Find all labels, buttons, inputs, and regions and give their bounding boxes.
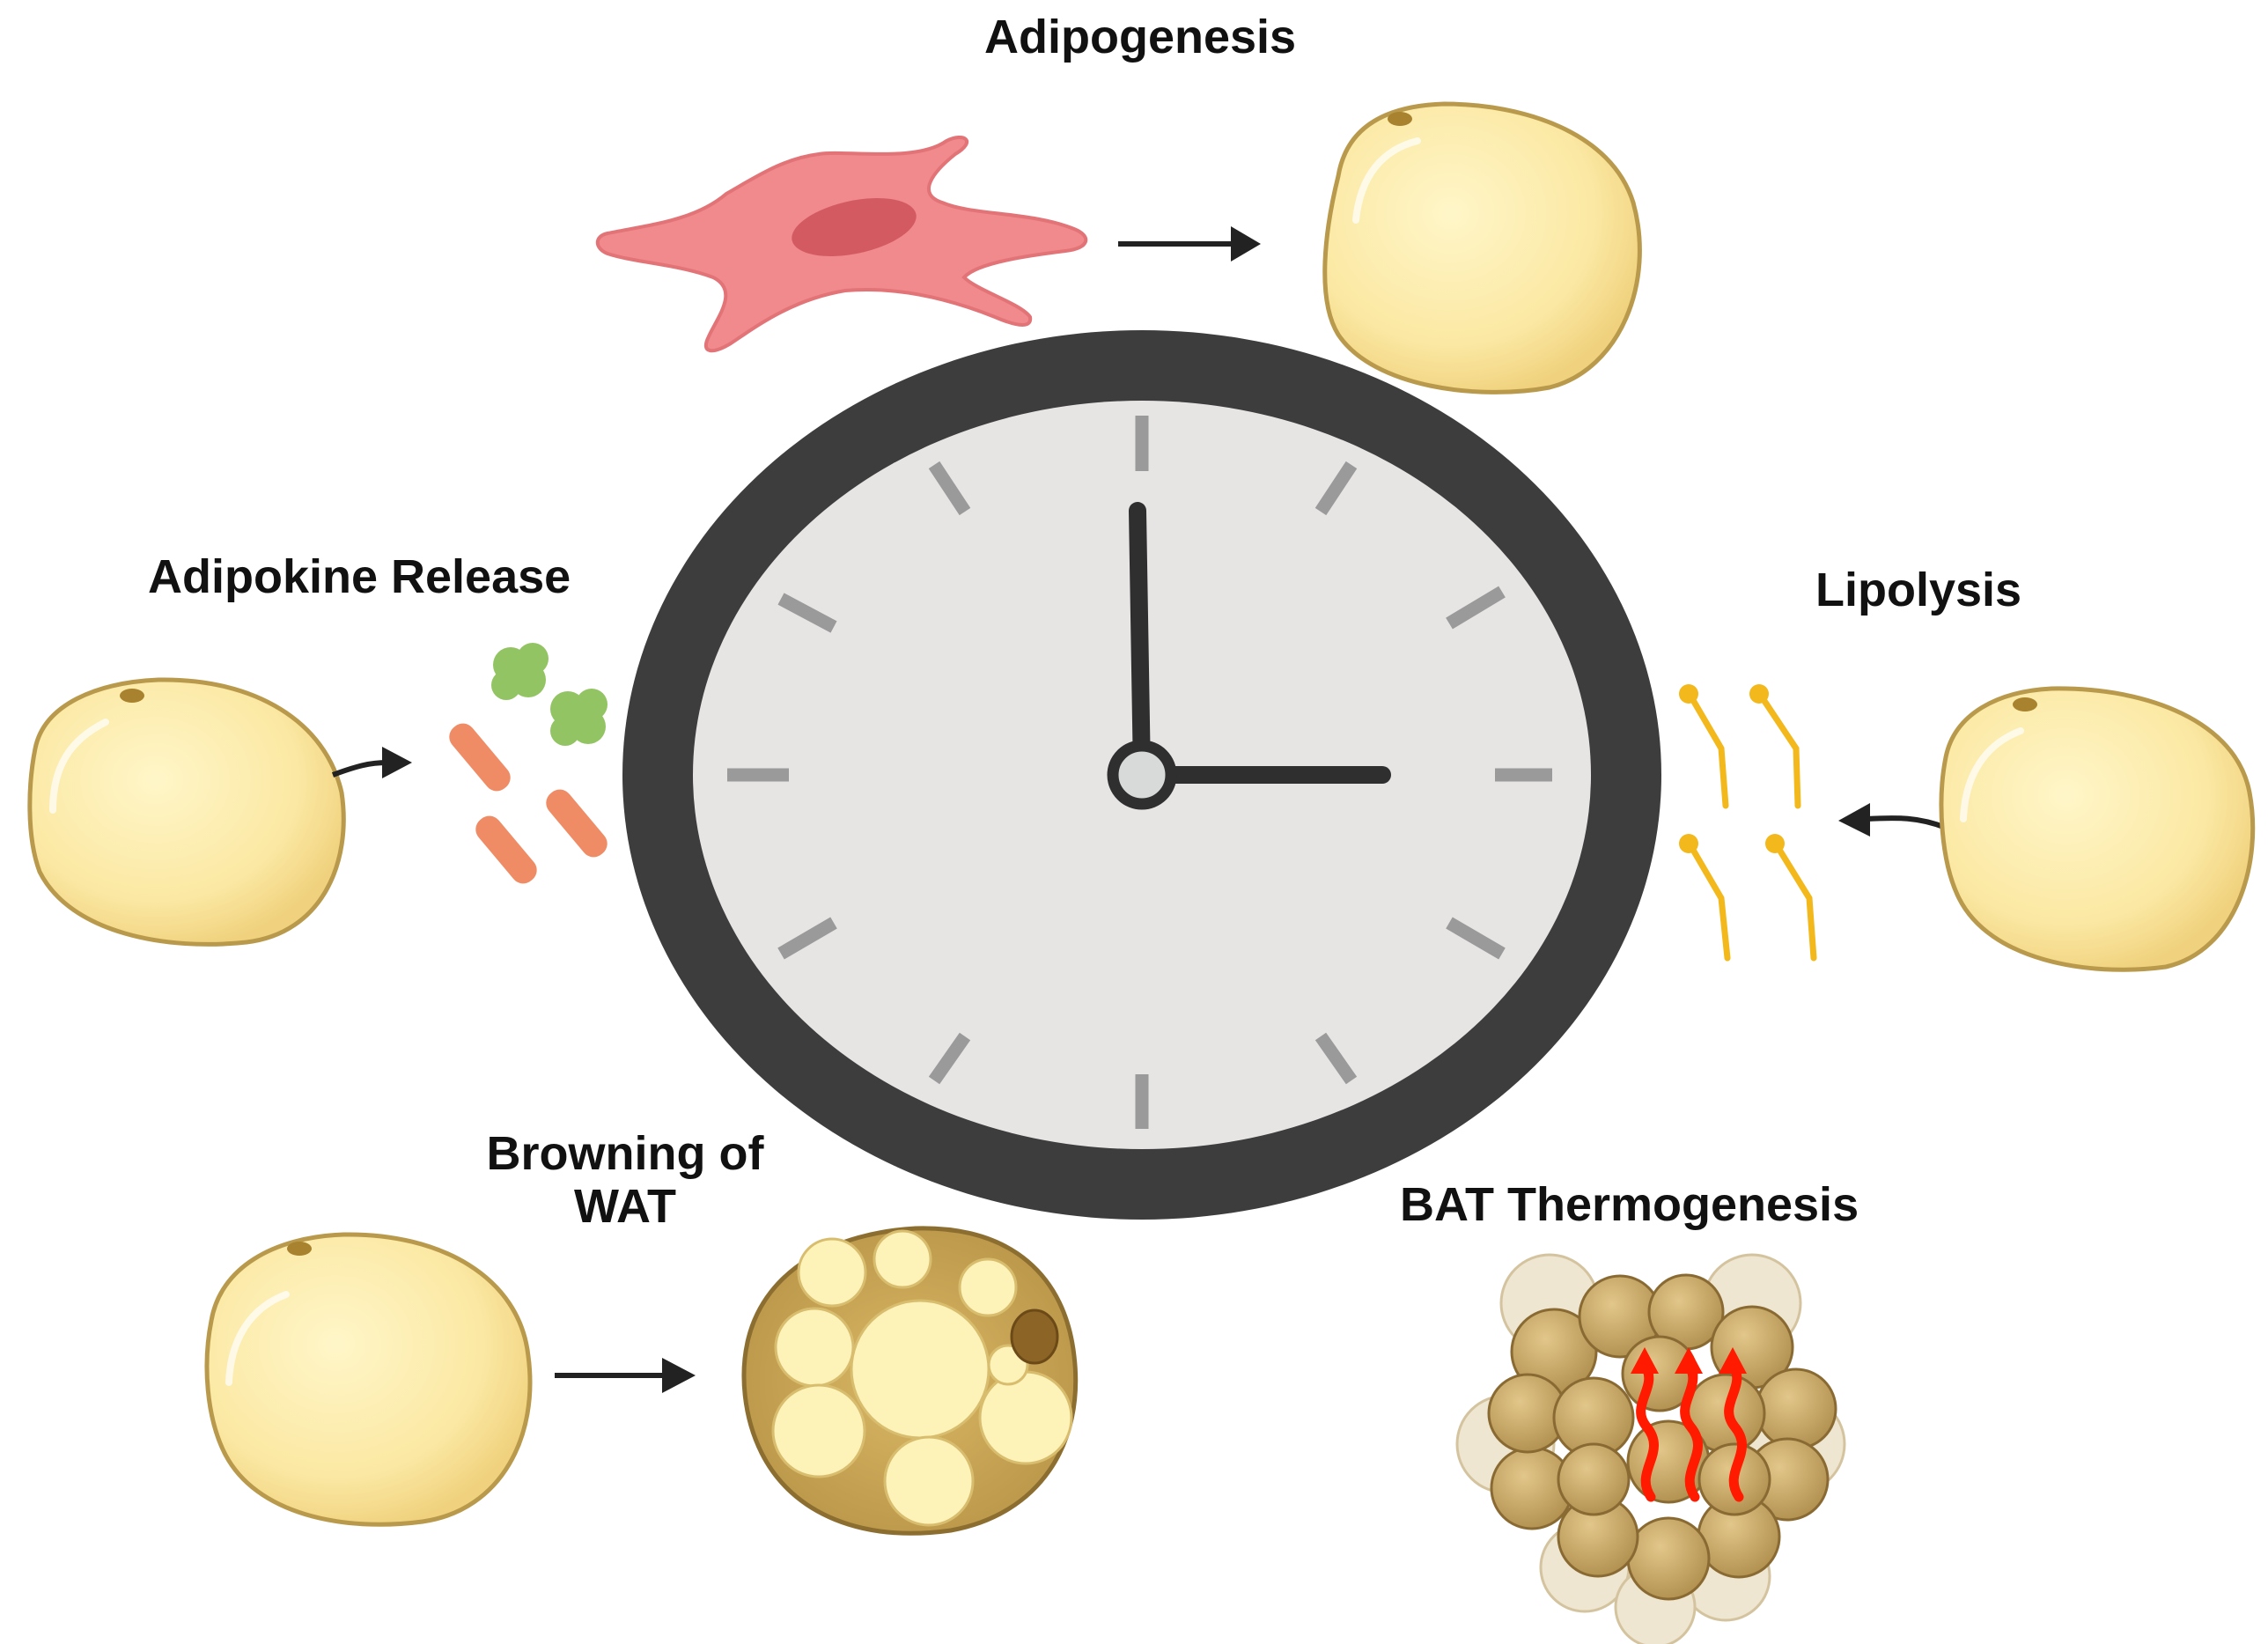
adipocyte-right: [1939, 686, 2256, 972]
tick-11: [928, 461, 971, 516]
adipocyte-left: [27, 677, 346, 947]
tick-8: [777, 917, 837, 960]
clock-ticks: [727, 416, 1552, 1129]
label-lipolysis: Lipolysis: [1815, 564, 2022, 616]
clock: [622, 330, 1661, 1220]
clock-center-pin: [1107, 740, 1177, 810]
adipokine-orange-2: [546, 789, 608, 858]
adipogenesis-arrow-head: [1231, 226, 1261, 262]
label-browning-line2: WAT: [574, 1180, 676, 1234]
clock-minute-hand: [1129, 502, 1151, 784]
tick-2: [1446, 586, 1506, 630]
label-adipokine-release: Adipokine Release: [148, 550, 571, 603]
bat-cells: [1487, 1273, 1837, 1601]
tick-10: [777, 593, 837, 633]
label-bat-thermogenesis: BAT Thermogenesis: [1400, 1178, 1859, 1231]
adipogenesis-group: [595, 101, 1642, 394]
heat-arrow-heads: [1631, 1347, 1747, 1374]
heat-waves: [1636, 1360, 1747, 1502]
adipokine-green-2: [550, 689, 608, 746]
adipokine-orange-1: [449, 723, 511, 792]
fatty-acid-heads: [1679, 684, 1785, 853]
bat-group: [1455, 1253, 1846, 1644]
tick-7: [928, 1032, 971, 1085]
adipokine-arrow: [331, 760, 388, 778]
label-browning-line1: Browning of: [486, 1127, 764, 1180]
beige-adipocyte-nucleus: [1010, 1309, 1059, 1365]
lipolysis-arrow: [1866, 815, 1948, 830]
label-adipogenesis: Adipogenesis: [984, 11, 1297, 63]
adipokine-arrow-head: [382, 747, 412, 778]
label-browning: Browning of WAT: [467, 1127, 784, 1234]
lipolysis-arrow-head: [1838, 803, 1870, 837]
adipocyte-top: [1322, 101, 1642, 394]
tick-5: [1314, 1032, 1358, 1085]
browning-arrow-head: [662, 1358, 696, 1393]
tick-1: [1314, 461, 1358, 516]
adipokine-release-group: [27, 643, 608, 947]
fatty-acids: [1687, 692, 1817, 962]
adipocyte-bottom-left: [204, 1232, 533, 1527]
adipokine-orange-3: [475, 815, 537, 884]
tick-4: [1446, 917, 1506, 960]
beige-adipocyte: [741, 1226, 1079, 1536]
browning-group: [204, 1226, 1079, 1536]
stem-cell-nucleus: [792, 198, 917, 256]
lipolysis-group: [1679, 684, 2256, 972]
adipokine-green-1: [491, 643, 549, 700]
